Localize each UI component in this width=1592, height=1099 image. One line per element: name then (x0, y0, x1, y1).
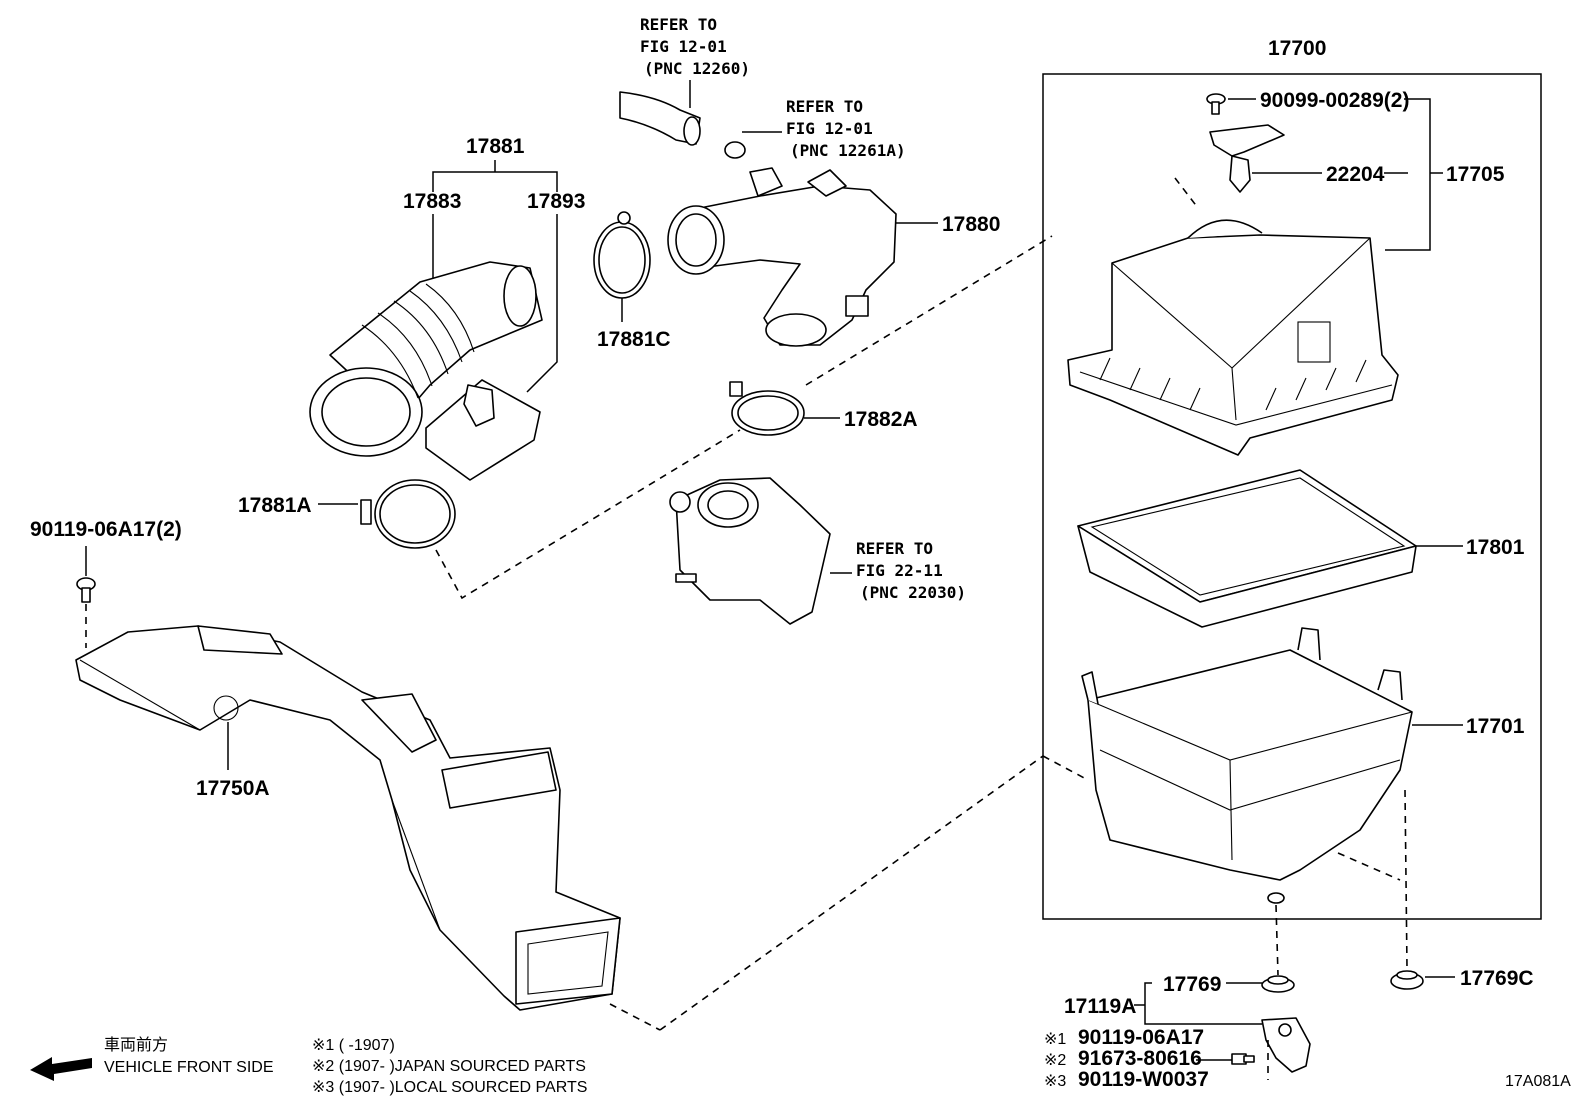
label-17705: 17705 (1446, 163, 1505, 186)
label-22204: 22204 (1326, 163, 1385, 186)
clamp-17882a (729, 381, 805, 436)
note-mark-1: ※1 (1044, 1031, 1066, 1048)
grommet-17769c (1390, 970, 1424, 990)
label-17769: 17769 (1163, 973, 1221, 996)
bracket-17119a (1261, 1017, 1311, 1073)
label-90099-00289: 90099-00289(2) (1260, 89, 1409, 112)
screw-90099-00289 (1206, 93, 1226, 115)
svg-text:FIG 22-11: FIG 22-11 (856, 561, 943, 580)
label-17701: 17701 (1466, 715, 1525, 738)
label-90119-w0037: 90119-W0037 (1078, 1068, 1209, 1091)
label-17119a: 17119A (1064, 995, 1136, 1018)
clamp-17881a (360, 479, 456, 549)
label-17881c: 17881C (597, 328, 671, 351)
note-mark-2: ※2 (1044, 1052, 1066, 1069)
air-duct-17750a (75, 625, 621, 1011)
sensor-22204 (1209, 124, 1285, 193)
note-mark-3: ※3 (1044, 1073, 1066, 1090)
air-cleaner-hose-17880 (667, 167, 897, 347)
label-17893: 17893 (527, 190, 585, 213)
svg-text:REFER TO: REFER TO (786, 97, 863, 116)
filter-element-17801 (1077, 469, 1417, 628)
label-17700: 17700 (1268, 37, 1326, 60)
svg-text:REFER TO: REFER TO (640, 15, 717, 34)
vehicle-front-en: VEHICLE FRONT SIDE (104, 1059, 274, 1076)
label-17880: 17880 (942, 213, 1000, 236)
label-90119-06a17-2: 90119-06A17(2) (30, 518, 182, 541)
label-91673-80616: 91673-80616 (1078, 1047, 1202, 1070)
label-17769c: 17769C (1460, 967, 1534, 990)
throttle-body-pnc-22030 (669, 477, 831, 625)
label-17881a: 17881A (238, 494, 312, 517)
note-2: ※2 (1907- )JAPAN SOURCED PARTS (312, 1058, 586, 1075)
svg-text:(PNC 12261A): (PNC 12261A) (790, 141, 906, 160)
ref-12261a: REFER TO FIG 12-01 (PNC 12261A) (786, 97, 906, 160)
svg-text:FIG 12-01: FIG 12-01 (786, 119, 873, 138)
note-3: ※3 (1907- )LOCAL SOURCED PARTS (312, 1079, 587, 1096)
label-17882a: 17882A (844, 408, 918, 431)
label-17801: 17801 (1466, 536, 1525, 559)
ref-22030: REFER TO FIG 22-11 (PNC 22030) (856, 539, 966, 602)
air-cleaner-case-17701 (1081, 627, 1413, 904)
resonator-17893 (425, 379, 541, 481)
grommet-17769 (1261, 975, 1295, 993)
label-17750a: 17750A (196, 777, 270, 800)
vehicle-front-arrow-icon (30, 1057, 92, 1081)
svg-text:FIG 12-01: FIG 12-01 (640, 37, 727, 56)
bolt-91673-80616 (1231, 1053, 1255, 1065)
intake-hose-17883 (309, 261, 543, 457)
ref-12260: REFER TO FIG 12-01 (PNC 12260) (640, 15, 750, 78)
hose-pnc-12260 (619, 91, 701, 146)
note-1: ※1 ( -1907) (312, 1037, 395, 1054)
label-17883: 17883 (403, 190, 461, 213)
label-17881: 17881 (466, 135, 525, 158)
svg-text:(PNC 22030): (PNC 22030) (860, 583, 966, 602)
clip-pnc-12261a (724, 141, 746, 159)
assembly-17700-frame (1042, 73, 1542, 920)
svg-text:(PNC 12260): (PNC 12260) (644, 59, 750, 78)
label-90119-06a17: 90119-06A17 (1078, 1026, 1204, 1049)
bolt-90119-06a17 (76, 577, 96, 603)
clamp-17881c (593, 211, 651, 299)
vehicle-front-jp: 車両前方 (104, 1036, 168, 1054)
svg-text:REFER TO: REFER TO (856, 539, 933, 558)
figure-code: 17A081A (1505, 1073, 1571, 1090)
air-cleaner-cap (1067, 219, 1399, 456)
